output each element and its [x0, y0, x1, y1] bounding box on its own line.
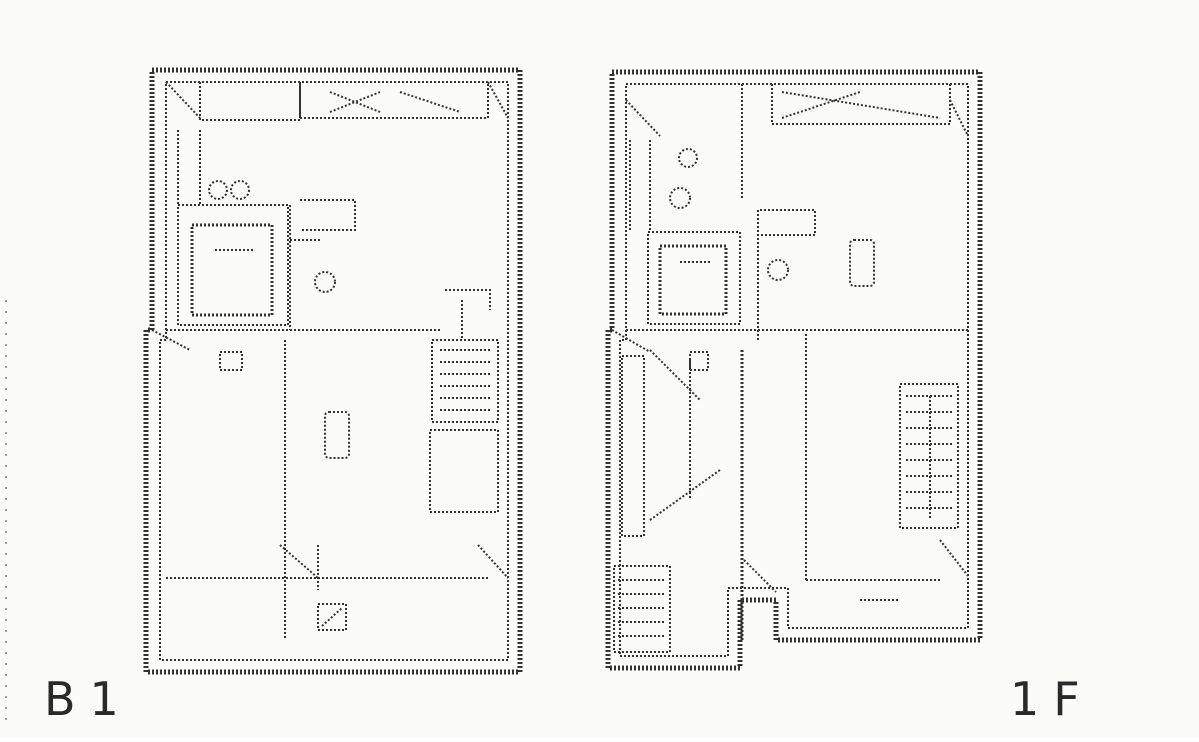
1f-top-storage — [771, 84, 951, 125]
plan-1f — [605, 69, 983, 671]
1f-closet-swings — [649, 349, 721, 521]
floor-label-b1: B1 — [44, 672, 133, 726]
b1-stair — [431, 339, 499, 423]
b1-toilet — [314, 271, 336, 293]
1f-stair — [899, 383, 959, 529]
b1-outer-wall — [143, 67, 523, 675]
b1-room-tag — [324, 411, 350, 459]
1f-room-tag — [849, 239, 875, 287]
1f-outer-wall — [605, 69, 983, 671]
b1-floor-drain — [317, 603, 347, 631]
1f-left-column — [629, 140, 651, 230]
b1-stair-landing — [445, 289, 491, 310]
1f-closet-column — [621, 355, 645, 537]
b1-lower-closet — [429, 429, 499, 513]
1f-outside-stair-treads — [618, 579, 666, 637]
b1-left-column — [177, 130, 201, 205]
b1-door-bottom-right — [477, 544, 509, 579]
b1-door-swing-left — [151, 329, 191, 351]
floor-label-1f: 1F — [1010, 672, 1094, 726]
1f-outside-stair — [613, 565, 671, 653]
b1-top-storage — [299, 82, 489, 119]
b1-bathtub — [190, 223, 274, 317]
1f-fixture-a — [678, 148, 698, 168]
plan-b1 — [143, 67, 523, 675]
1f-entry-door — [743, 559, 777, 593]
b1-wall-segment — [289, 205, 320, 330]
1f-inner-wall — [619, 83, 969, 657]
b1-stair-treads — [440, 349, 492, 411]
1f-corner-diagonals — [625, 99, 969, 137]
b1-fixture-a — [208, 180, 228, 200]
1f-top-storage-hatch — [781, 91, 941, 119]
b1-fixture-b — [230, 180, 250, 200]
b1-inner-wall — [159, 81, 509, 661]
b1-bath-block — [177, 204, 289, 326]
1f-small-box — [689, 351, 709, 371]
1f-vanity — [760, 209, 816, 236]
b1-drain-mark — [321, 607, 343, 627]
1f-fixture-b — [669, 187, 691, 209]
b1-top-left-closet — [199, 82, 301, 121]
b1-small-box — [219, 351, 243, 371]
1f-bathtub — [658, 244, 728, 316]
1f-door-swing-left — [611, 329, 651, 353]
b1-top-storage-hatch — [329, 91, 461, 113]
b1-vanity — [300, 199, 356, 231]
b1-door-bottom — [279, 544, 319, 590]
1f-toilet — [767, 259, 789, 281]
1f-bath-block — [647, 231, 741, 325]
b1-corner-diagonals — [165, 81, 509, 119]
1f-door-bottom-right — [939, 539, 969, 577]
